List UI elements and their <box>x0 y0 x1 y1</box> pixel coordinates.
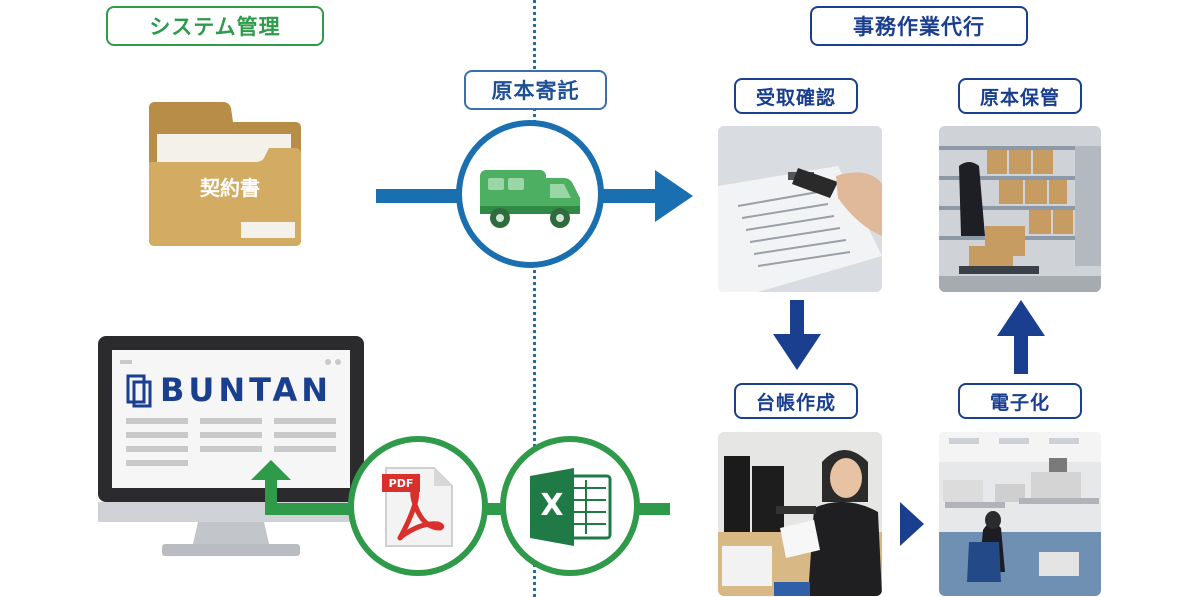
right-arrow-head <box>900 502 924 546</box>
step-ledger-creation: 台帳作成 <box>734 383 858 419</box>
photo-original-storage <box>939 126 1101 292</box>
pdf-circle <box>348 436 488 576</box>
system-management-title: システム管理 <box>106 6 324 46</box>
photo-digitization <box>939 432 1101 596</box>
section-divider <box>533 0 536 597</box>
transfer-label: 原本寄託 <box>464 70 607 110</box>
truck-circle <box>456 120 604 268</box>
up-arrow-head <box>997 300 1045 336</box>
step-digitization: 電子化 <box>958 383 1082 419</box>
folder-label: 契約書 <box>200 176 260 200</box>
excel-letter: X <box>540 488 564 523</box>
pdf-badge-label: PDF <box>388 476 414 490</box>
down-arrow-head <box>773 334 821 370</box>
excel-icon <box>528 468 612 546</box>
down-arrow-shaft <box>790 300 804 336</box>
export-arrow-head <box>251 460 291 480</box>
folder-icon <box>145 100 305 250</box>
step-receipt-check: 受取確認 <box>734 78 858 114</box>
monitor-icon <box>98 336 364 558</box>
clerical-work-title: 事務作業代行 <box>810 6 1028 46</box>
buntan-logo: BUNTAN <box>160 371 333 409</box>
step-original-storage: 原本保管 <box>958 78 1082 114</box>
export-arrow-vertical <box>265 478 277 515</box>
transfer-arrow-head <box>655 170 693 222</box>
pdf-badge: PDF <box>382 474 420 492</box>
photo-receipt-check <box>718 126 882 292</box>
up-arrow-shaft <box>1014 334 1028 374</box>
truck-icon <box>478 160 584 232</box>
photo-ledger-creation <box>718 432 882 596</box>
